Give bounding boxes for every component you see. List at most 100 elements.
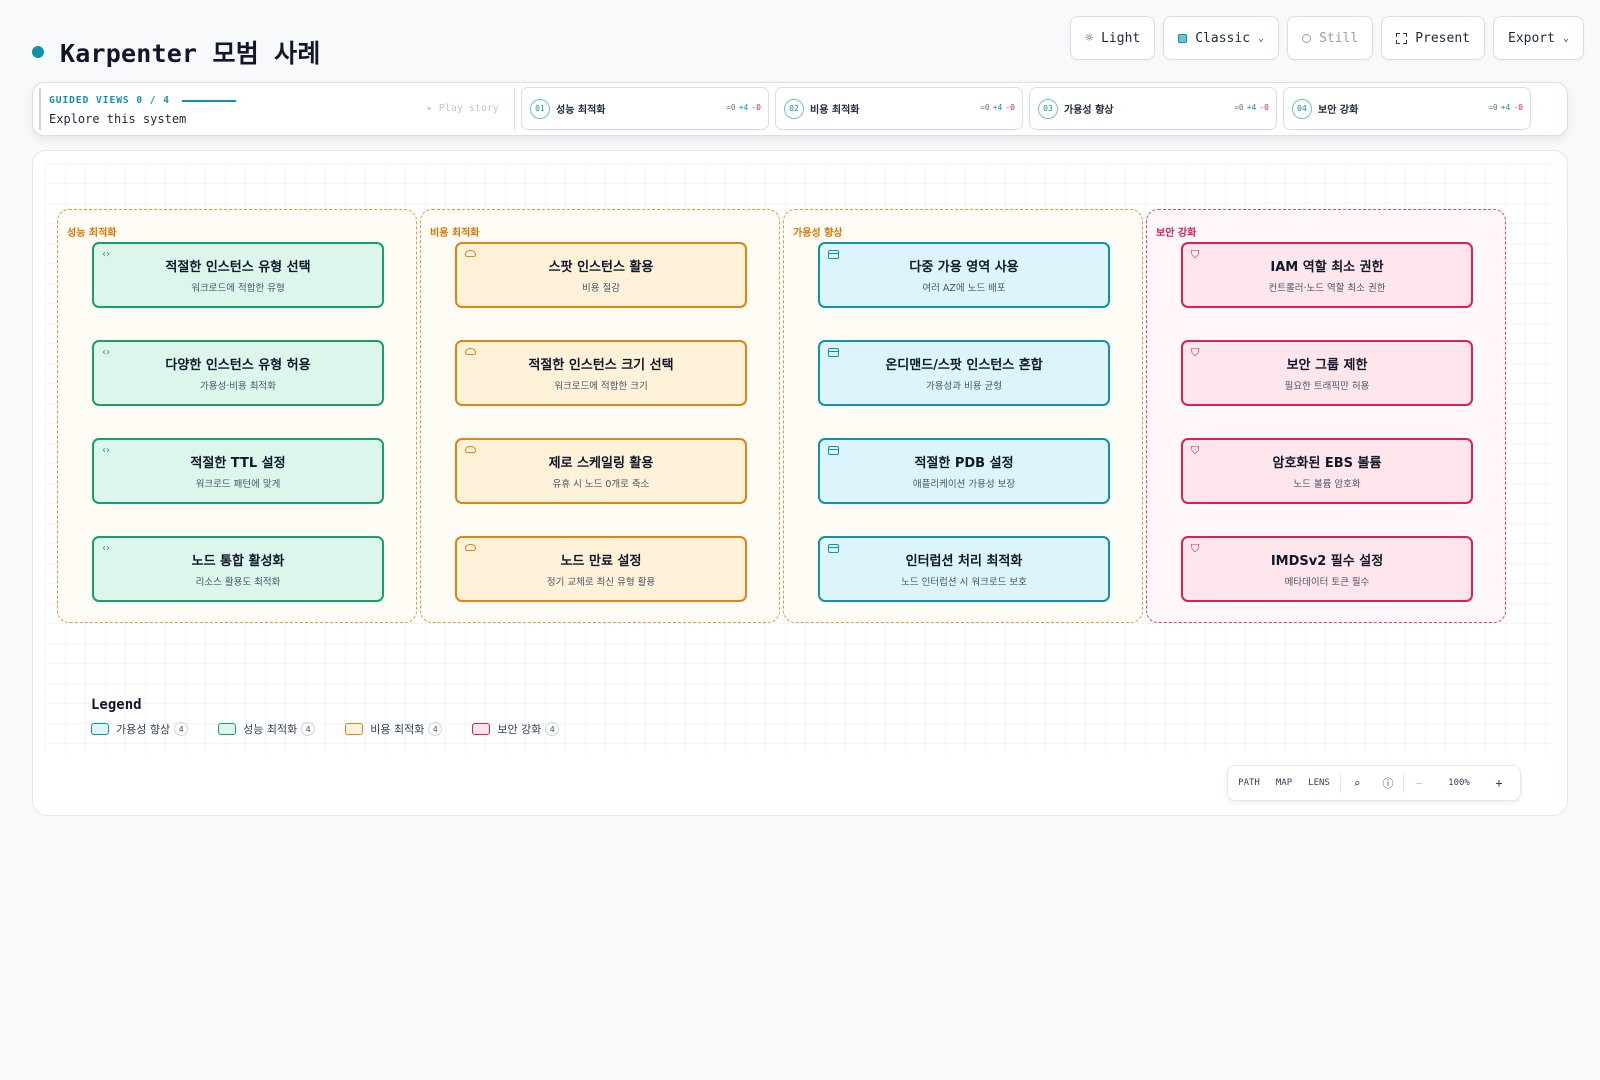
node-subtitle: 워크로드 패턴에 맞게 (195, 479, 281, 490)
step-name: 보안 강화 (1318, 105, 1359, 116)
zoom-level: 100% (1448, 778, 1470, 788)
node-title: 스팟 인스턴스 활용 (548, 260, 654, 275)
guided-step-availability[interactable]: 03 가용성 향상 =0+4-0 (1029, 87, 1277, 130)
group-security[interactable]: 보안 강화 ⛉ IAM 역할 최소 권한 컨트롤러·노드 역할 최소 권한 ⛉ … (1146, 209, 1506, 623)
node-title: 온디맨드/스팟 인스턴스 혼합 (885, 358, 1043, 373)
window-icon (828, 348, 839, 357)
node-subtitle: 필요한 트래픽만 허용 (1284, 381, 1370, 392)
window-icon (828, 250, 839, 259)
node-subtitle: 노드 인터럽션 시 워크로드 보호 (901, 577, 1027, 588)
guided-progress-bar (181, 99, 236, 102)
legend-item-security[interactable]: 보안 강화 4 (472, 721, 560, 737)
node-consolidation[interactable]: ‹› 노드 통합 활성화 리소스 활용도 최적화 (92, 536, 384, 602)
style-dropdown[interactable]: Classic ⌄ (1163, 16, 1280, 60)
node-title: 적절한 PDB 설정 (914, 456, 1014, 471)
node-title: 노드 만료 설정 (560, 554, 642, 569)
step-name: 가용성 향상 (1064, 105, 1114, 116)
guided-views-subtitle: Explore this system (49, 112, 187, 126)
node-subtitle: 컨트롤러·노드 역할 최소 권한 (1268, 283, 1386, 294)
node-instance-type-selection[interactable]: ‹› 적절한 인스턴스 유형 선택 워크로드에 적합한 유형 (92, 242, 384, 308)
node-ttl-setting[interactable]: ‹› 적절한 TTL 설정 워크로드 패턴에 맞게 (92, 438, 384, 504)
zoom-in-button[interactable]: + (1495, 776, 1503, 790)
node-title: 인터럽션 처리 최적화 (905, 554, 1023, 569)
node-title: IAM 역할 최소 권한 (1270, 260, 1384, 275)
node-title: 다중 가용 영역 사용 (909, 260, 1019, 275)
style-dropdown-label: Classic (1195, 30, 1251, 46)
legend: Legend 가용성 향상 4 성능 최적화 4 비용 최적화 4 보안 강화 … (91, 697, 560, 737)
legend-swatch (218, 723, 237, 735)
node-security-group[interactable]: ⛉ 보안 그룹 제한 필요한 트래픽만 허용 (1181, 340, 1473, 406)
diagram-canvas[interactable]: 성능 최적화 ‹› 적절한 인스턴스 유형 선택 워크로드에 적합한 유형 ‹›… (32, 150, 1568, 816)
node-iam-least-privilege[interactable]: ⛉ IAM 역할 최소 권한 컨트롤러·노드 역할 최소 권한 (1181, 242, 1473, 308)
motion-button-label: Still (1319, 30, 1359, 46)
node-title: IMDSv2 필수 설정 (1270, 554, 1384, 569)
guided-step-cost[interactable]: 02 비용 최적화 =0+4-0 (775, 87, 1023, 130)
guided-views-intro: GUIDED VIEWS 0 / 4 Explore this system ▸… (39, 88, 509, 130)
node-imdsv2[interactable]: ⛉ IMDSv2 필수 설정 메타데이터 토큰 필수 (1181, 536, 1473, 602)
node-spot-instances[interactable]: 스팟 인스턴스 활용 비용 절감 (455, 242, 747, 308)
legend-title: Legend (91, 697, 142, 713)
cloud-icon (465, 250, 476, 257)
group-availability[interactable]: 가용성 향상 다중 가용 영역 사용 여러 AZ에 노드 배포 온디맨드/스팟 … (783, 209, 1143, 623)
node-subtitle: 리소스 활용도 최적화 (195, 577, 281, 588)
step-delta: =0+4-0 (1234, 103, 1269, 112)
present-button[interactable]: Present (1381, 16, 1485, 60)
step-number: 01 (530, 98, 550, 119)
step-delta: =0+4-0 (726, 103, 761, 112)
toolbar: ☼ Light Classic ⌄ Still Present Export ⌄ (1070, 16, 1584, 60)
node-zero-scaling[interactable]: 제로 스케일링 활용 유휴 시 노드 0개로 축소 (455, 438, 747, 504)
node-subtitle: 애플리케이션 가용성 보장 (912, 479, 1016, 490)
legend-items: 가용성 향상 4 성능 최적화 4 비용 최적화 4 보안 강화 4 (91, 721, 560, 737)
step-delta: =0+4-0 (980, 103, 1015, 112)
legend-item-performance[interactable]: 성능 최적화 4 (218, 721, 316, 737)
search-icon[interactable]: ⌕ (1353, 776, 1361, 790)
node-title: 제로 스케일링 활용 (548, 456, 654, 471)
play-story-button[interactable]: ▸ Play story (426, 103, 499, 114)
guided-step-performance[interactable]: 01 성능 최적화 =0+4-0 (521, 87, 769, 130)
shield-icon: ⛉ (1191, 542, 1200, 555)
theme-button[interactable]: ☼ Light (1070, 16, 1156, 60)
node-encrypted-ebs[interactable]: ⛉ 암호화된 EBS 볼륨 노드 볼륨 암호화 (1181, 438, 1473, 504)
step-number: 03 (1038, 98, 1058, 119)
node-diverse-instance-types[interactable]: ‹› 다양한 인스턴스 유형 허용 가용성·비용 최적화 (92, 340, 384, 406)
title-wrap: Karpenter 모범 사례 (32, 34, 321, 70)
palette-swatch-icon (1178, 33, 1188, 43)
motion-button[interactable]: Still (1287, 16, 1374, 60)
export-dropdown[interactable]: Export ⌄ (1493, 16, 1584, 60)
node-instance-sizing[interactable]: 적절한 인스턴스 크기 선택 워크로드에 적합한 크기 (455, 340, 747, 406)
group-cost[interactable]: 비용 최적화 스팟 인스턴스 활용 비용 절감 적절한 인스턴스 크기 선택 워… (420, 209, 780, 623)
sun-icon: ☼ (1085, 30, 1094, 46)
circle-icon (1302, 33, 1312, 43)
zoom-out-button[interactable]: − (1415, 776, 1423, 790)
map-button[interactable]: MAP (1275, 778, 1293, 788)
node-title: 적절한 TTL 설정 (190, 456, 286, 471)
window-icon (828, 446, 839, 455)
node-pdb-setting[interactable]: 적절한 PDB 설정 애플리케이션 가용성 보장 (818, 438, 1110, 504)
path-button[interactable]: PATH (1238, 778, 1260, 788)
node-subtitle: 가용성과 비용 균형 (926, 381, 1002, 392)
lens-button[interactable]: LENS (1308, 778, 1330, 788)
group-performance[interactable]: 성능 최적화 ‹› 적절한 인스턴스 유형 선택 워크로드에 적합한 유형 ‹›… (57, 209, 417, 623)
guided-step-security[interactable]: 04 보안 강화 =0+4-0 (1283, 87, 1531, 130)
legend-count: 4 (545, 722, 560, 736)
legend-count: 4 (428, 722, 443, 736)
legend-label: 가용성 향상 (116, 723, 171, 736)
node-multi-az[interactable]: 다중 가용 영역 사용 여러 AZ에 노드 배포 (818, 242, 1110, 308)
node-expiration[interactable]: 노드 만료 설정 정기 교체로 최신 유형 활용 (455, 536, 747, 602)
group-label: 성능 최적화 (67, 228, 117, 239)
node-ondemand-spot-mix[interactable]: 온디맨드/스팟 인스턴스 혼합 가용성과 비용 균형 (818, 340, 1110, 406)
legend-item-availability[interactable]: 가용성 향상 4 (91, 721, 189, 737)
window-icon (828, 544, 839, 553)
cloud-icon (465, 348, 476, 355)
cloud-icon (465, 544, 476, 551)
legend-item-cost[interactable]: 비용 최적화 4 (345, 721, 443, 737)
divider (514, 88, 515, 130)
step-name: 비용 최적화 (810, 105, 860, 116)
help-icon[interactable]: ⓘ (1382, 777, 1394, 790)
code-brackets-icon: ‹› (102, 249, 110, 260)
legend-swatch (91, 723, 109, 735)
node-title: 다양한 인스턴스 유형 허용 (165, 358, 311, 373)
node-subtitle: 가용성·비용 최적화 (200, 381, 276, 392)
chevron-down-icon: ⌄ (1562, 32, 1569, 44)
node-interruption-handling[interactable]: 인터럽션 처리 최적화 노드 인터럽션 시 워크로드 보호 (818, 536, 1110, 602)
